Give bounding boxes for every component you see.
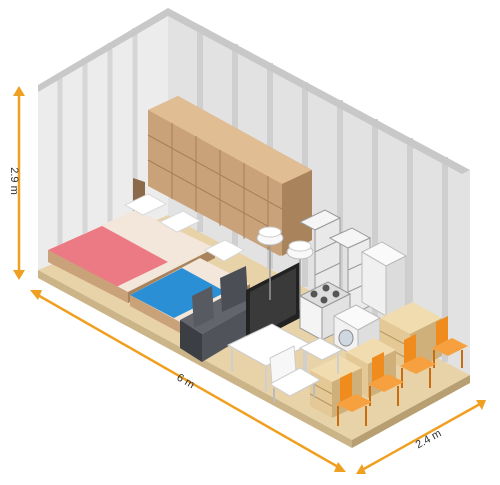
dining-chair	[400, 334, 436, 388]
sofa	[180, 266, 262, 362]
dining-table	[298, 337, 344, 374]
pillow	[123, 193, 168, 216]
dining-chair	[368, 352, 404, 406]
armchair	[268, 345, 322, 402]
pillow	[203, 239, 246, 262]
width-dimension	[356, 400, 486, 474]
floor-edge-right	[352, 375, 470, 448]
height-dimension	[13, 86, 25, 280]
length-dimension	[30, 290, 346, 472]
width-label: 2.4 m	[414, 427, 444, 451]
cardboard-box-stack	[147, 96, 312, 256]
floor-edge	[38, 270, 352, 448]
floor-lamp	[286, 240, 314, 310]
floor-lamp	[256, 226, 284, 300]
pillow	[158, 210, 202, 233]
dining-chair	[432, 316, 468, 368]
refrigerator	[360, 241, 408, 317]
height-label: 2.9 m	[8, 167, 20, 195]
length-label: 6 m	[175, 372, 197, 392]
dining-chair	[336, 372, 372, 426]
